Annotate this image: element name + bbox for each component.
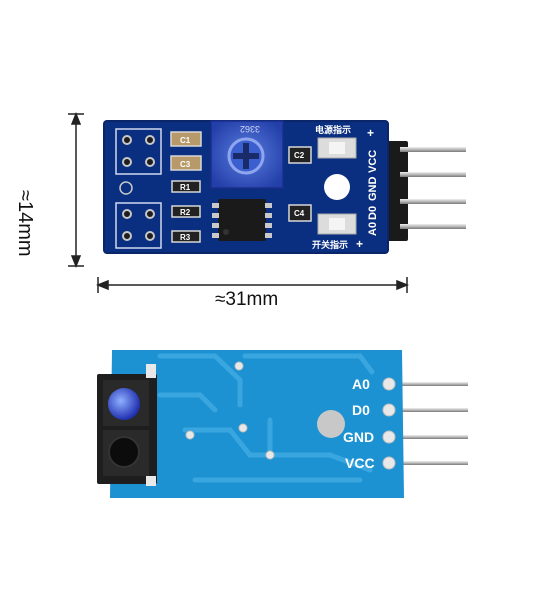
component-label-r2: R2 xyxy=(180,208,191,217)
pin-label-d0: D0 xyxy=(367,206,379,220)
mounting-hole-top xyxy=(324,174,350,200)
bottom-pin-label-gnd: GND xyxy=(343,429,374,445)
bottom-pin-label-d0: D0 xyxy=(352,402,370,418)
plus-mark-bottom: + xyxy=(356,237,363,251)
smd-resistors xyxy=(171,180,201,243)
top-pcb-board xyxy=(103,120,466,254)
smd-small-parts xyxy=(288,146,312,222)
bottom-pin-label-vcc: VCC xyxy=(345,455,375,471)
ir-sensor xyxy=(97,364,157,486)
pin-label-gnd: GND xyxy=(367,177,379,202)
solder-pads xyxy=(185,361,396,470)
switch-indicator-label: 开关指示 xyxy=(312,239,348,250)
component-label-c4: C4 xyxy=(294,209,305,218)
component-label-r3: R3 xyxy=(180,233,191,242)
pin-label-a0: A0 xyxy=(367,222,379,236)
bottom-header-pins xyxy=(402,382,468,465)
bottom-pin-label-a0: A0 xyxy=(352,376,370,392)
pot-model-label: 3362 xyxy=(240,124,260,134)
component-label-c3: C3 xyxy=(180,160,191,169)
height-dimension-label: ≈14mm xyxy=(14,190,36,257)
pcb-traces xyxy=(157,353,375,483)
top-header-pins xyxy=(378,141,466,241)
ir-sensor-pads-top xyxy=(115,128,162,249)
power-led xyxy=(317,137,357,159)
smd-capacitors xyxy=(170,131,202,171)
pin-label-vcc: VCC xyxy=(367,150,379,173)
switch-led xyxy=(317,213,357,235)
component-label-c1: C1 xyxy=(180,136,191,145)
bottom-pcb-board xyxy=(97,350,468,498)
mounting-hole-bottom xyxy=(317,410,345,438)
component-label-c2: C2 xyxy=(294,151,305,160)
comparator-chip xyxy=(212,199,272,241)
plus-mark-top: + xyxy=(367,126,374,140)
width-dimension-label: ≈31mm xyxy=(215,289,279,310)
width-dimension-line xyxy=(95,277,410,293)
component-label-r1: R1 xyxy=(180,183,191,192)
potentiometer xyxy=(210,120,284,189)
power-indicator-label: 电源指示 xyxy=(315,124,351,135)
height-dimension-line xyxy=(68,111,84,269)
